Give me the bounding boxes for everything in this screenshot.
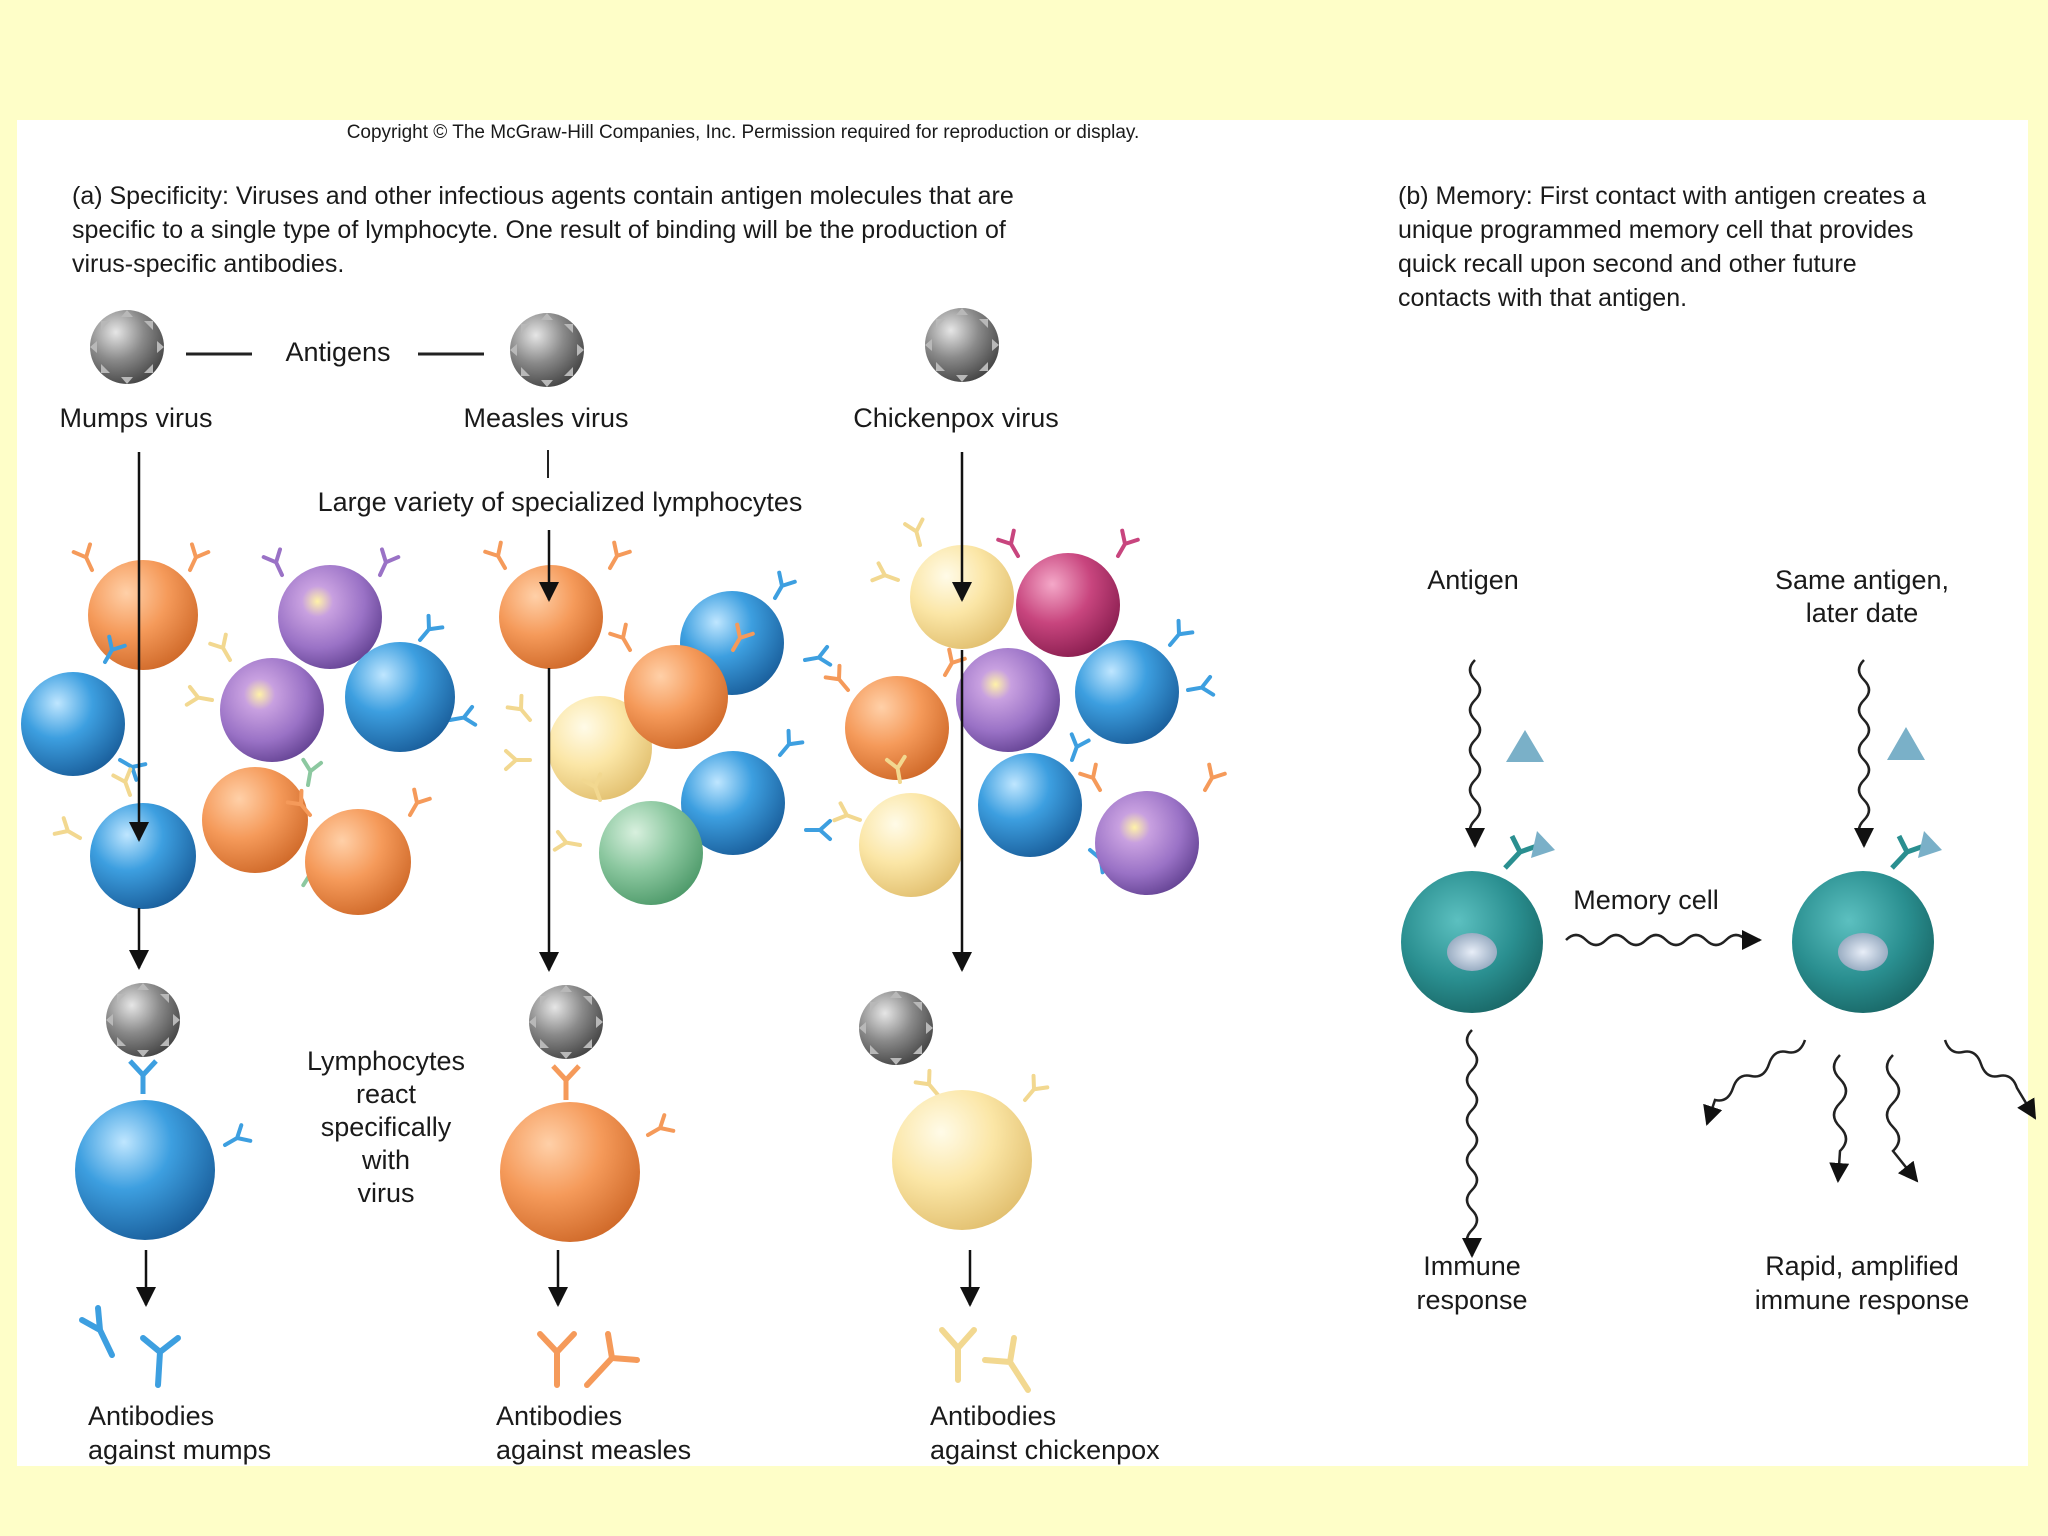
rapid-response-label-2: immune response <box>1755 1285 1970 1315</box>
copyright-notice: Copyright © The McGraw-Hill Companies, I… <box>347 122 1140 143</box>
rapid-response-label-1: Rapid, amplified <box>1765 1251 1959 1281</box>
antibodies-measles-label-2: against measles <box>496 1435 691 1465</box>
measles-virus-icon <box>510 313 584 387</box>
antibodies-mumps-icon <box>79 1305 181 1388</box>
react-label-line4: with <box>361 1145 410 1175</box>
antigen-wavy-arrow <box>1465 659 1485 848</box>
mumps-virus-label: Mumps virus <box>59 403 212 433</box>
react-label-line2: react <box>356 1079 417 1109</box>
same-antigen-triangle-icon <box>1887 727 1925 760</box>
mumps-virus-icon <box>90 310 164 384</box>
antigens-label: Antigens <box>285 337 390 367</box>
lymphocyte-cluster-mumps <box>21 542 478 915</box>
rapid-response-arrows <box>1703 1039 2037 1183</box>
antibodies-chickenpox-icon <box>939 1327 1031 1393</box>
bound-lymphocyte-chickenpox <box>859 991 1050 1230</box>
antibodies-chickenpox-label-1: Antibodies <box>930 1401 1056 1431</box>
bound-lymphocyte-mumps <box>75 983 253 1240</box>
immune-response-label-1: Immune <box>1423 1251 1521 1281</box>
immune-response-wavy-arrow <box>1462 1029 1482 1258</box>
bound-lymphocyte-measles <box>500 985 676 1242</box>
antibodies-measles-label-1: Antibodies <box>496 1401 622 1431</box>
chickenpox-virus-label: Chickenpox virus <box>853 403 1059 433</box>
memory-cell <box>1792 831 1942 1013</box>
react-label-line3: specifically <box>321 1112 452 1142</box>
antibodies-mumps-label-1: Antibodies <box>88 1401 214 1431</box>
antibodies-chickenpox-label-2: against chickenpox <box>930 1435 1160 1465</box>
same-antigen-label-1: Same antigen, <box>1775 565 1949 595</box>
panel-a-caption-line3: virus-specific antibodies. <box>72 250 344 278</box>
chickenpox-virus-icon <box>925 308 999 382</box>
antigen-triangle-icon <box>1506 730 1544 762</box>
antigen-label: Antigen <box>1427 565 1519 595</box>
same-antigen-label-2: later date <box>1806 598 1919 628</box>
panel-b-caption-line4: contacts with that antigen. <box>1398 284 1687 312</box>
panel-b-caption-line2: unique programmed memory cell that provi… <box>1398 216 1914 244</box>
variety-label: Large variety of specialized lymphocytes <box>318 487 803 517</box>
panel-b-caption-line3: quick recall upon second and other futur… <box>1398 250 1857 278</box>
panel-a-caption-line2: specific to a single type of lymphocyte.… <box>72 216 1006 244</box>
memory-cell-wavy-arrow <box>1565 930 1762 950</box>
memory-cell-label: Memory cell <box>1573 885 1719 915</box>
panel-b-caption-line1: (b) Memory: First contact with antigen c… <box>1398 182 1926 210</box>
lymphocyte-cluster-measles <box>483 540 833 905</box>
first-contact-cell <box>1401 831 1555 1013</box>
react-label-line1: Lymphocytes <box>307 1046 465 1076</box>
react-label-line5: virus <box>357 1178 414 1208</box>
measles-virus-label: Measles virus <box>463 403 628 433</box>
antibodies-mumps-label-2: against mumps <box>88 1435 271 1465</box>
same-antigen-wavy-arrow <box>1854 659 1874 848</box>
panel-a-caption-line1: (a) Specificity: Viruses and other infec… <box>72 182 1014 210</box>
immune-response-label-2: response <box>1416 1285 1527 1315</box>
lymphocyte-cluster-chickenpox <box>823 517 1227 897</box>
antibodies-measles-icon <box>537 1331 640 1388</box>
